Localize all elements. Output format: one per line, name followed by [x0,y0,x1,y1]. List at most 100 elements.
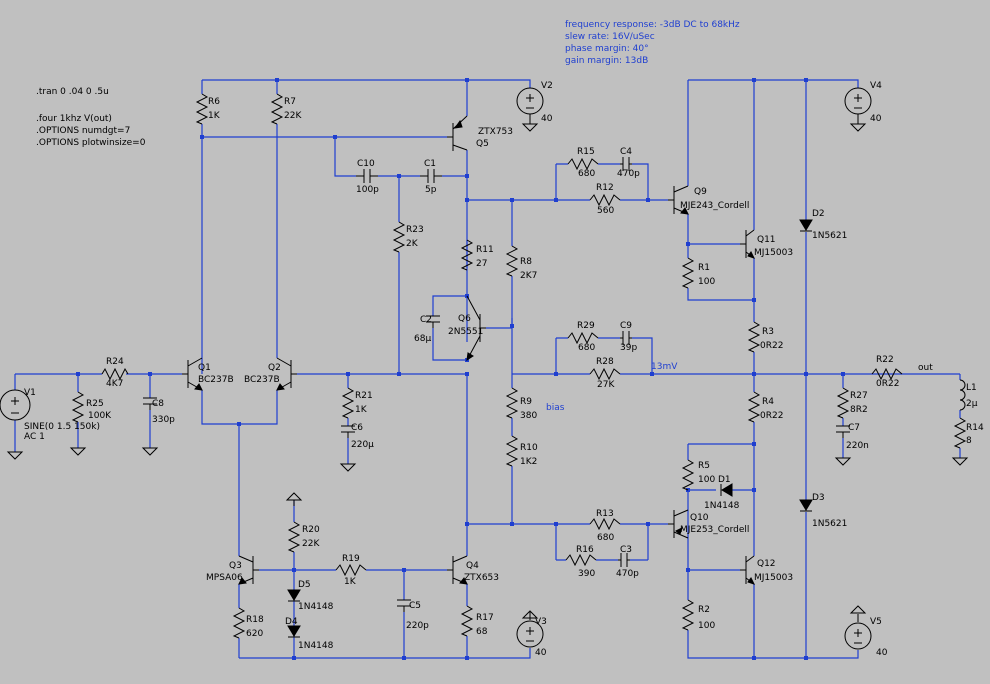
label-c7-name: C7 [848,423,860,433]
component-labels: V1 SINE(0 1.5 150k) AC 1 V2 40 V4 40 V3 … [24,81,984,658]
resistor-r2 [681,599,695,631]
capacitor-c1 [420,169,442,183]
resistor-r21 [341,387,355,419]
label-r3-name: R3 [762,327,774,337]
junctions [76,78,845,660]
resistor-r27 [836,387,850,419]
label-v2-name: V2 [541,81,553,91]
diode-d1 [721,483,733,497]
transistor-q6 [466,295,486,362]
directive-options-plotwinsize: .OPTIONS plotwinsize=0 [36,138,146,148]
label-r20-value: 22K [302,539,320,549]
label-r1-value: 100 [698,277,715,287]
label-r9-name: R9 [520,397,532,407]
source-v1 [0,389,31,421]
label-r5-value: 100 [698,475,715,485]
label-r7-value: 22K [284,111,302,121]
ground-icon [141,447,159,456]
label-r5-name: R5 [698,461,710,471]
label-l1-name: L1 [966,383,977,393]
resistor-r14 [953,417,967,449]
label-q6-value: 2N5551 [448,327,483,337]
label-r27-name: R27 [850,391,868,401]
transistor-q2 [276,357,297,391]
label-d4-value: 1N4148 [298,641,334,651]
resistor-r28 [589,367,621,381]
resistor-r6 [195,93,209,125]
resistor-r13 [589,517,621,531]
capacitor-c6 [341,425,355,438]
label-d1-name: D1 [718,475,731,485]
resistor-r1 [681,257,695,289]
label-r11-name: R11 [476,245,494,255]
label-c7-value: 220n [846,441,869,451]
label-r14-name: R14 [966,423,984,433]
capacitor-c10 [356,169,378,183]
label-q12-name: Q12 [757,559,776,569]
label-v5-name: V5 [870,617,882,627]
label-v1-name: V1 [24,388,36,398]
label-v1-value: SINE(0 1.5 150k) [24,422,100,432]
capacitors [143,157,850,612]
label-c10-value: 100p [356,185,379,195]
label-v3-value: 40 [535,648,547,658]
label-r8-value: 2K7 [520,271,537,281]
spec-gain-margin: gain margin: 13dB [565,56,648,66]
label-r28-value: 27K [597,380,615,390]
label-r20-name: R20 [302,525,320,535]
label-v2-value: 40 [541,114,553,124]
label-q9-name: Q9 [694,187,707,197]
label-v1-value2: AC 1 [24,432,45,442]
resistor-r18 [232,607,246,639]
label-r12-value: 560 [597,206,614,216]
source-v5 [844,605,872,650]
ground-icon [951,457,969,466]
diode-d3 [799,499,813,511]
label-r11-value: 27 [476,259,487,269]
label-q11-value: MJ15003 [754,248,793,258]
label-c10-name: C10 [357,159,375,169]
label-r25-value: 100K [88,411,112,421]
transistor-q3 [238,555,259,585]
resistor-r10 [505,435,519,467]
resistor-r4 [747,391,761,423]
label-c9-value: 39p [620,343,637,353]
resistor-r23 [392,221,406,253]
resistor-r3 [747,321,761,353]
label-c2-name: C2 [420,315,432,325]
node-label-bias: bias [546,403,565,413]
label-r29-name: R29 [577,321,595,331]
resistor-r8 [505,245,519,277]
label-r2-value: 100 [698,621,715,631]
label-v3-name: V3 [535,617,547,627]
label-r6-value: 1K [208,111,221,121]
label-r23-name: R23 [406,225,424,235]
label-c3-value: 470p [616,569,639,579]
label-q5-value: ZTX753 [478,127,513,137]
spec-slew-rate: slew rate: 16V/uSec [565,32,655,42]
ground-icon [339,463,357,472]
label-r1-name: R1 [698,263,710,273]
label-r18-name: R18 [246,615,264,625]
resistor-r25 [71,391,85,423]
label-q11-name: Q11 [757,235,776,245]
label-c3-name: C3 [620,545,632,555]
label-c8-name: C8 [152,399,164,409]
label-q6-name: Q6 [458,314,471,324]
diode-d5 [287,589,301,601]
label-r29-value: 680 [578,343,595,353]
resistor-r9 [505,387,519,419]
label-r22-value: 0R22 [876,379,899,389]
transistor-q10 [668,509,689,539]
label-d2-name: D2 [812,209,825,219]
ground-symbols [6,447,969,506]
label-r2-name: R2 [698,605,710,615]
label-q10-name: Q10 [690,513,709,523]
directive-tran: .tran 0 .04 0 .5u [36,87,109,97]
label-q3-value: MPSA06 [206,573,243,583]
resistor-r22 [871,367,903,381]
label-r14-value: 8 [966,436,972,446]
label-r21-value: 1K [355,405,368,415]
resistor-r5 [681,459,695,491]
label-q4-name: Q4 [466,561,479,571]
